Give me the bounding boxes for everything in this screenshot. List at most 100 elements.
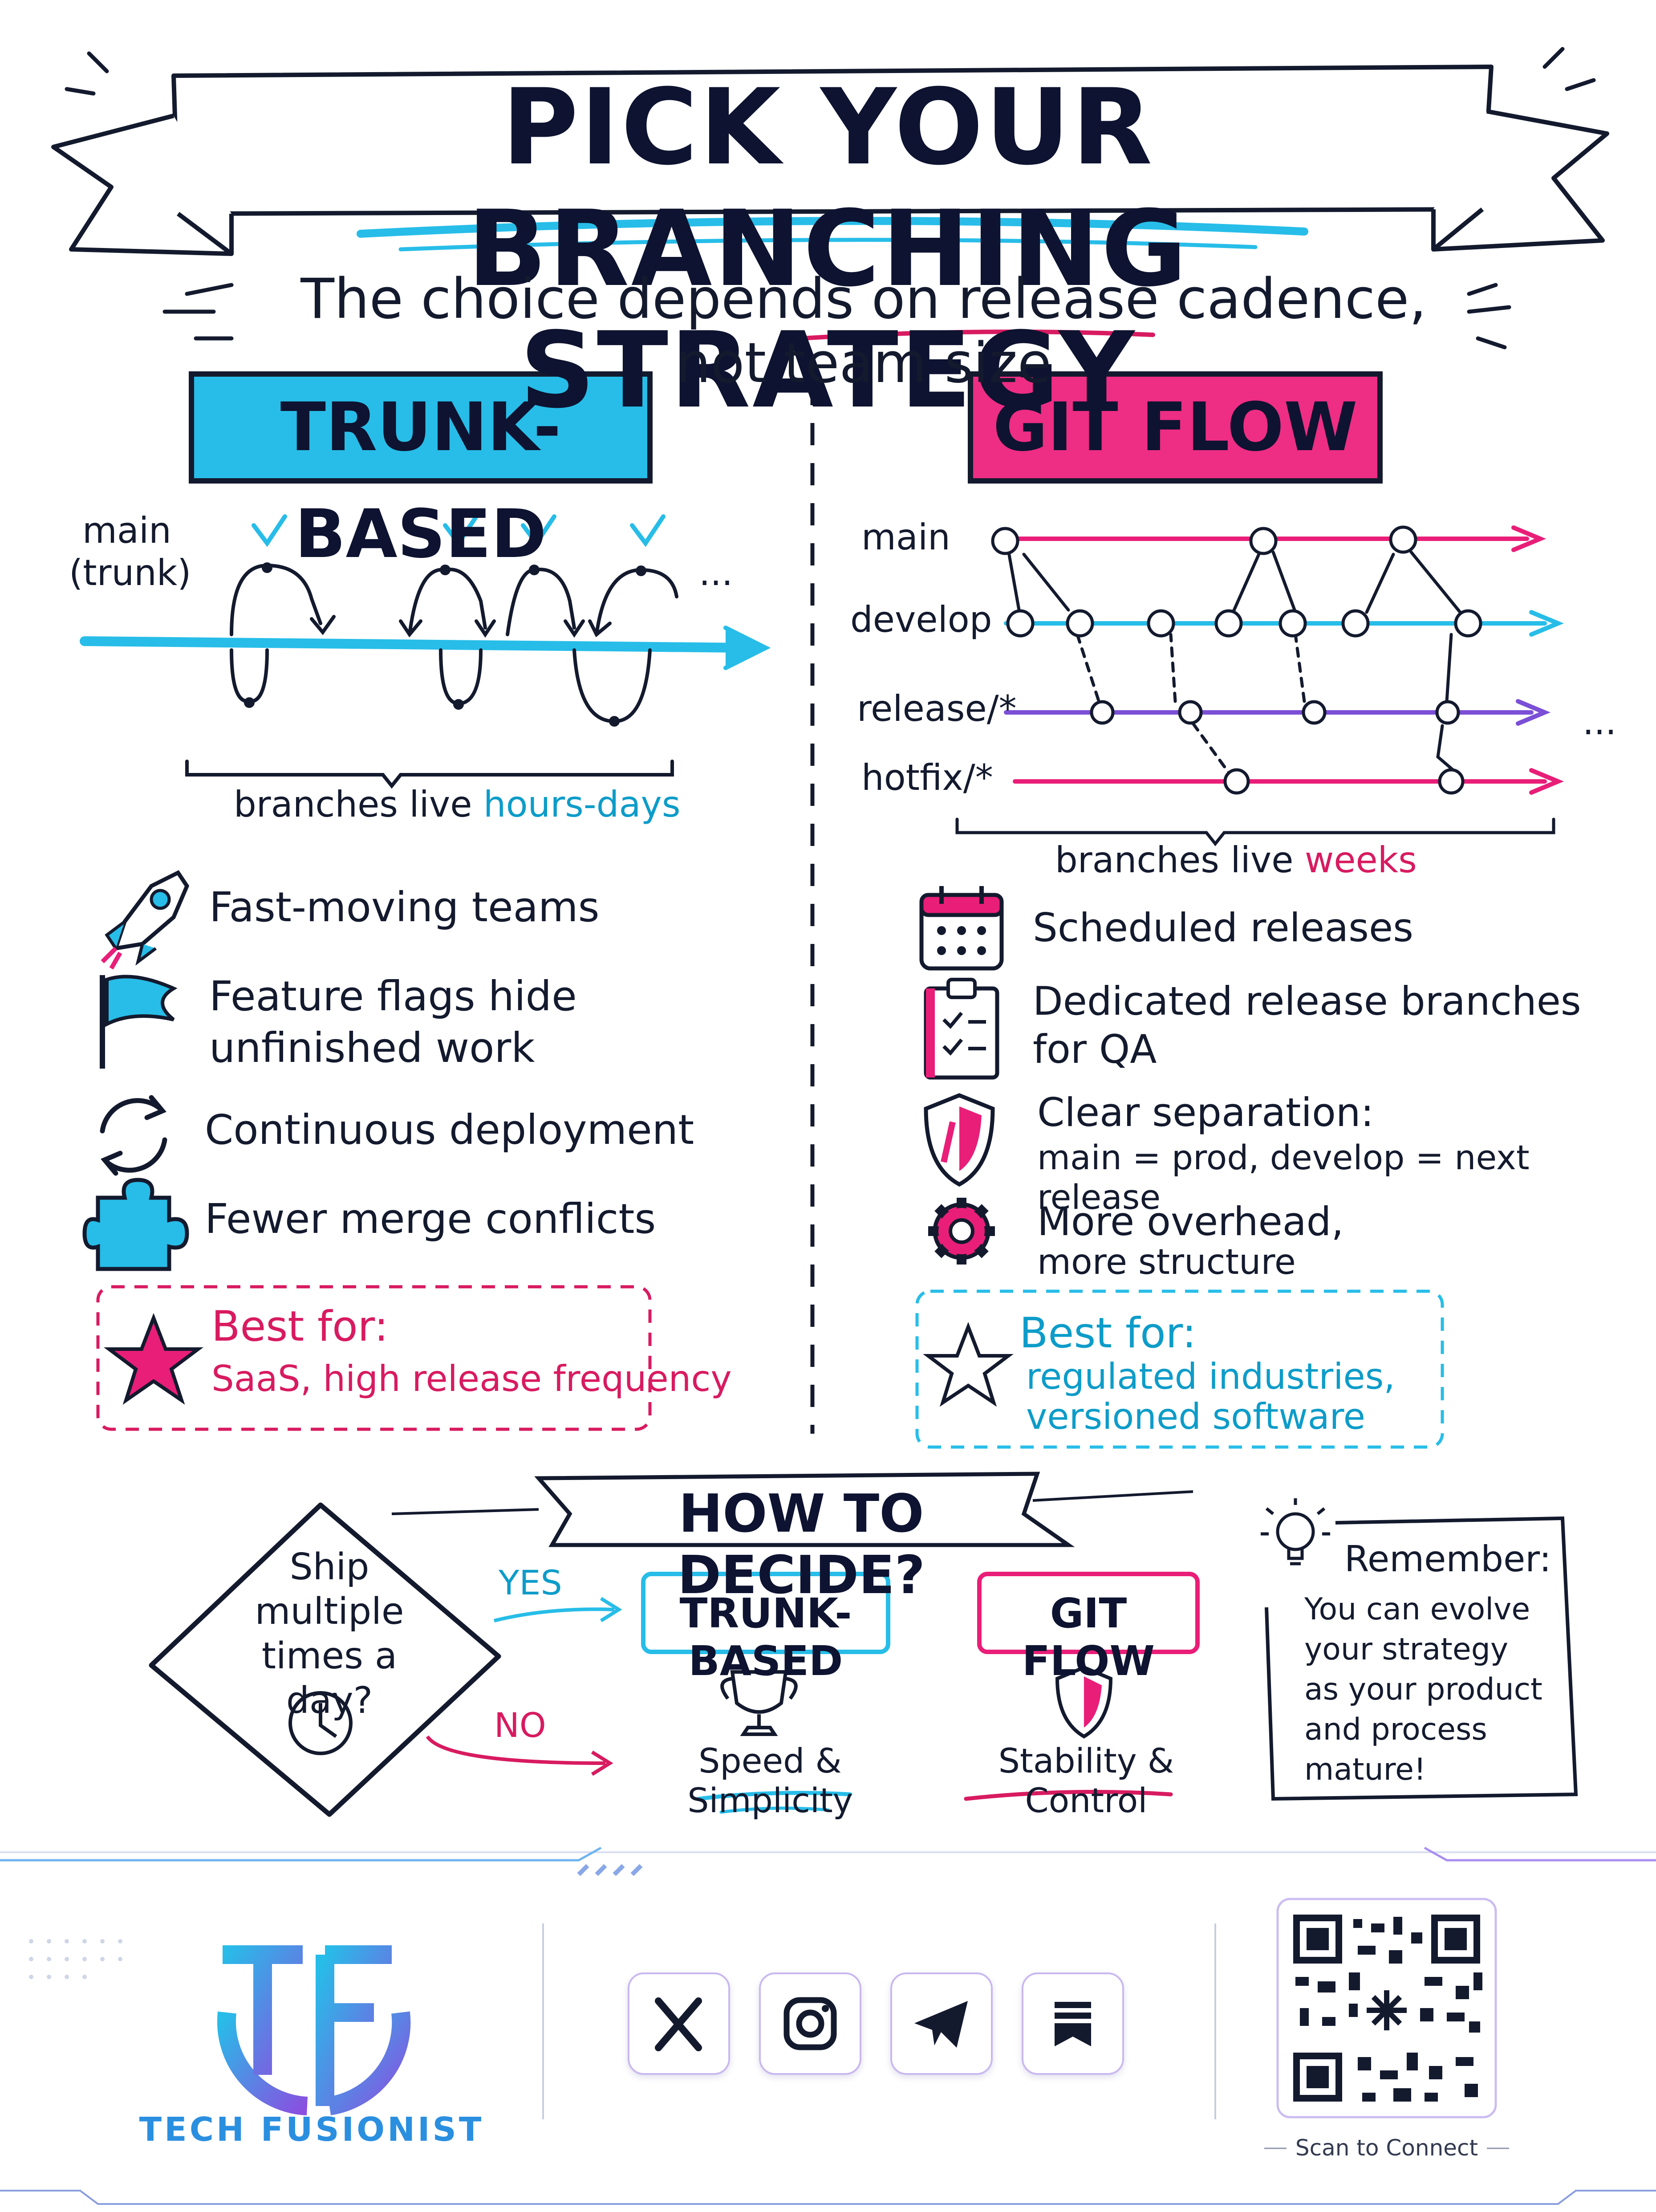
trunk-feature-3: Continuous deployment: [205, 1106, 694, 1154]
x-icon: [655, 1997, 702, 2051]
lane-release: release/*: [857, 688, 1017, 729]
gitflow-diagram: [955, 525, 1564, 846]
gitflow-feature-4-line1: More overhead,: [1037, 1199, 1344, 1244]
gitflow-feature-2-line2: for QA: [1033, 1026, 1157, 1072]
lane-develop: develop: [850, 599, 992, 640]
trunk-main-sublabel: (trunk): [69, 552, 191, 594]
no-arrow: [426, 1735, 606, 1765]
page-title: PICK YOUR BRANCHING STRATEGY: [467, 67, 1189, 431]
question-line-1: Ship: [289, 1546, 369, 1588]
calendar-icon: [919, 886, 1004, 971]
remember-line: and process: [1304, 1712, 1487, 1747]
lane-hotfix: hotfix/*: [861, 757, 993, 798]
gitflow-best-for-line2: versioned software: [1026, 1396, 1365, 1437]
trunk-feature-2-line2: unfinished work: [209, 1024, 535, 1072]
decide-title: HOW TO DECIDE?: [677, 1483, 925, 1606]
trunk-feature-4: Fewer merge conflicts: [205, 1195, 656, 1243]
bookmark-button[interactable]: [1022, 1972, 1124, 2075]
lightbulb-icon: [1261, 1498, 1330, 1565]
remember-title: Remember:: [1344, 1538, 1551, 1580]
gitflow-best-for-box: [915, 1289, 1444, 1449]
telegram-icon: [914, 2001, 968, 2048]
no-label: NO: [494, 1705, 546, 1745]
trunk-header: TRUNK-BASED: [280, 389, 561, 573]
qr-code: [1276, 1898, 1497, 2118]
trunk-caption: Speed & Simplicity: [687, 1741, 853, 1820]
scan-to-connect: Scan to Connect: [1295, 2135, 1478, 2161]
instagram-button[interactable]: [759, 1972, 861, 2075]
gitflow-lifespan: branches live weeks: [1055, 839, 1417, 881]
puzzle-icon: [82, 1178, 189, 1271]
trunk-lifespan: branches live hours-days: [234, 784, 681, 825]
subtitle-highlight: release cadence,: [958, 267, 1427, 331]
clock-icon: [288, 1691, 353, 1755]
gitflow-best-for-title: Best for:: [1019, 1309, 1197, 1358]
subtitle-lead: The choice depends on: [300, 267, 941, 331]
outline-star-icon: [923, 1322, 1014, 1407]
subtitle-tail: not team size: [675, 331, 1052, 395]
remember-line: mature!: [1304, 1752, 1426, 1787]
gitflow-lifespan-prefix: branches live: [1055, 839, 1294, 881]
gitflow-best-for-line1: regulated industries,: [1026, 1356, 1395, 1397]
subtitle-underline: [799, 329, 1155, 341]
remember-line: You can evolve: [1304, 1592, 1530, 1627]
rocket-icon: [101, 870, 190, 970]
brand-name: TECH FUSIONIST: [139, 2110, 484, 2149]
question-line-3: times a day?: [261, 1635, 398, 1722]
gitflow-choice-box: [977, 1572, 1200, 1654]
trophy-icon: [720, 1670, 798, 1736]
trunk-best-for-body: SaaS, high release frequency: [211, 1358, 732, 1399]
trunk-choice-label: TRUNK-BASED: [679, 1590, 852, 1685]
shield-icon: [924, 1093, 995, 1187]
gitflow-feature-3-line1: Clear separation:: [1037, 1090, 1374, 1135]
remember-body: You can evolve your strategy as your pro…: [1304, 1590, 1542, 1790]
star-icon: [104, 1313, 203, 1405]
gitflow-choice-label: GIT FLOW: [1022, 1590, 1155, 1685]
sparkle-marks: [65, 47, 1596, 350]
x-button[interactable]: [628, 1972, 730, 2075]
decision-question: Ship multiple times a day?: [249, 1545, 410, 1723]
gitflow-lifespan-value: weeks: [1304, 839, 1417, 881]
decide-ribbon: [534, 1472, 1075, 1547]
gitflow-feature-3-line2: main = prod, develop = next release: [1037, 1138, 1530, 1217]
instagram-icon: [783, 1997, 837, 2050]
trunk-lifespan-prefix: branches live: [234, 784, 472, 825]
remember-line: your strategy: [1304, 1632, 1509, 1667]
trunk-ellipsis: ...: [699, 552, 733, 594]
yes-label: YES: [499, 1563, 562, 1602]
brand-logo: [217, 1945, 411, 2115]
bookmark-icon: [1055, 2002, 1091, 2046]
gear-icon: [928, 1198, 995, 1265]
title-underline: [357, 217, 1308, 238]
yes-arrow: [494, 1607, 615, 1622]
title-banner: [51, 65, 1609, 256]
flag-icon: [100, 975, 178, 1069]
refresh-icon: [100, 1095, 167, 1176]
lane-main: main: [861, 516, 950, 558]
clipboard-icon: [924, 978, 999, 1080]
gitflow-feature-2-line1: Dedicated release branches: [1033, 978, 1581, 1024]
caption-shield-icon: [1055, 1665, 1113, 1739]
trunk-feature-1: Fast-moving teams: [209, 883, 600, 931]
remember-box: [1265, 1516, 1578, 1801]
trunk-feature-2-line1: Feature flags hide: [209, 972, 577, 1020]
gitflow-ellipsis: ...: [1583, 701, 1617, 743]
trunk-best-for-title: Best for:: [211, 1302, 389, 1351]
subtitle: The choice depends on release cadence, n…: [249, 267, 1478, 395]
trunk-diagram: [80, 514, 771, 789]
gitflow-caption: Stability & Control: [998, 1741, 1174, 1820]
remember-line: as your product: [1304, 1672, 1542, 1707]
gitflow-header-pill: [968, 371, 1383, 484]
trunk-best-for-box: [96, 1285, 652, 1431]
gitflow-feature-1: Scheduled releases: [1033, 905, 1413, 951]
trunk-header-pill: [189, 371, 653, 484]
decision-diamond: [149, 1502, 501, 1817]
question-line-2: multiple: [255, 1590, 404, 1633]
telegram-button[interactable]: [890, 1972, 993, 2075]
trunk-lifespan-value: hours-days: [483, 784, 681, 825]
gitflow-header: GIT FLOW: [993, 389, 1358, 466]
trunk-main-label: main: [82, 510, 171, 551]
trunk-choice-box: [641, 1572, 890, 1654]
gitflow-feature-4-line2: more structure: [1037, 1242, 1296, 1282]
